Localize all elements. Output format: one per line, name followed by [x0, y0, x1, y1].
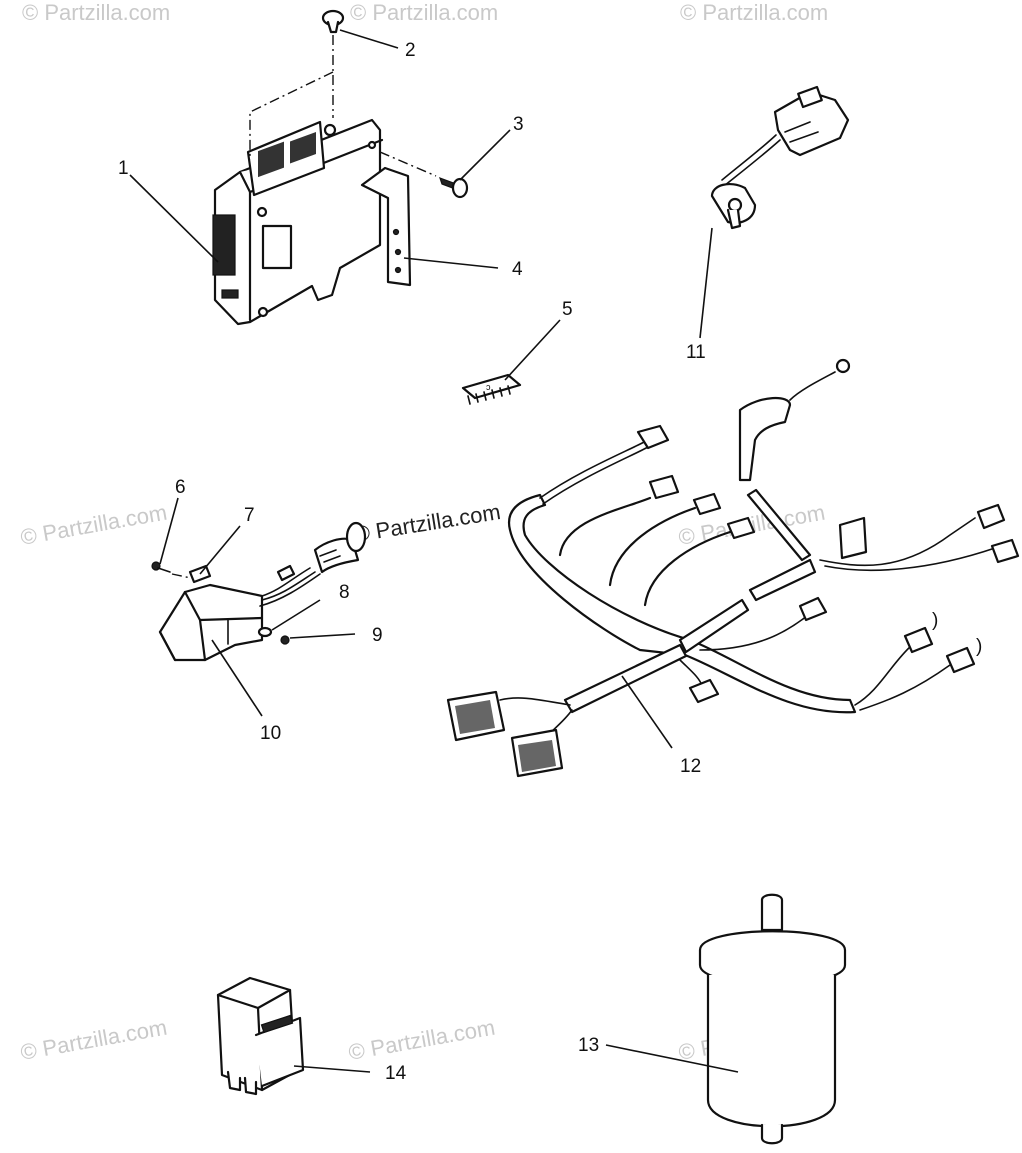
- leader-line: [605, 1044, 739, 1073]
- watermark: © Partzilla.com: [347, 1015, 497, 1065]
- part-connector-sensor: [710, 85, 850, 230]
- leader-line: [621, 675, 673, 749]
- part-relay: [216, 976, 305, 1096]
- part-ecu-module: [212, 118, 384, 326]
- leader-line: [504, 319, 561, 381]
- leader-line: [339, 29, 399, 49]
- callout-label: 9: [372, 625, 383, 646]
- watermark-center: © Partzilla.com: [352, 499, 502, 547]
- part-bracket: [360, 166, 412, 287]
- callout-label: 8: [339, 582, 350, 603]
- svg-text:ɔ: ɔ: [486, 382, 491, 392]
- callout-label: 12: [680, 756, 701, 777]
- callout-label: 13: [578, 1035, 599, 1056]
- svg-text:): ): [932, 610, 938, 631]
- ecu-side-connector: [212, 214, 236, 276]
- leader-line: [289, 633, 356, 639]
- watermarks: © Partzilla.com © Partzilla.com © Partzi…: [19, 0, 829, 1065]
- leader-line: [293, 1065, 371, 1073]
- part-nut: [280, 635, 290, 645]
- leader-line: [211, 639, 263, 717]
- leader-lines: ) ): [129, 29, 982, 1073]
- callout-label: 11: [686, 342, 706, 363]
- watermark: © Partzilla.com: [19, 1015, 169, 1065]
- part-small-screw: [151, 561, 171, 573]
- watermark: © Partzilla.com: [350, 0, 498, 25]
- part-wiring-harness: [446, 358, 1020, 778]
- leader-line: [271, 599, 321, 631]
- svg-text:): ): [976, 636, 982, 657]
- leader-line: [129, 174, 219, 263]
- part-bolt: [439, 176, 469, 199]
- part-chip: ɔ: [461, 373, 522, 405]
- part-fuel-filter: [698, 893, 847, 1145]
- watermark: © Partzilla.com: [680, 0, 828, 25]
- leader-line: [459, 129, 511, 181]
- leader-line: [699, 227, 713, 339]
- callout-label: 6: [175, 477, 186, 498]
- leader-line: [159, 497, 179, 565]
- part-sensor: [158, 521, 367, 662]
- part-washer: [257, 626, 273, 638]
- callout-labels: 1 2 3 4 5 6 7 8 9 10 11 12 13 14: [118, 40, 706, 1084]
- assembly-line: [249, 71, 334, 160]
- part-screw-top: [321, 9, 345, 34]
- callout-label: 10: [260, 723, 281, 744]
- callout-label: 4: [512, 259, 523, 280]
- callout-label: 1: [118, 158, 129, 179]
- watermark: © Partzilla.com: [19, 500, 169, 550]
- callout-label: 3: [513, 114, 524, 135]
- callout-label: 7: [244, 505, 255, 526]
- callout-label: 2: [405, 40, 416, 61]
- callout-label: 5: [562, 299, 573, 320]
- callout-label: 14: [385, 1063, 407, 1084]
- leader-line: [403, 257, 499, 269]
- watermark: © Partzilla.com: [22, 0, 170, 25]
- leader-line: [199, 525, 241, 575]
